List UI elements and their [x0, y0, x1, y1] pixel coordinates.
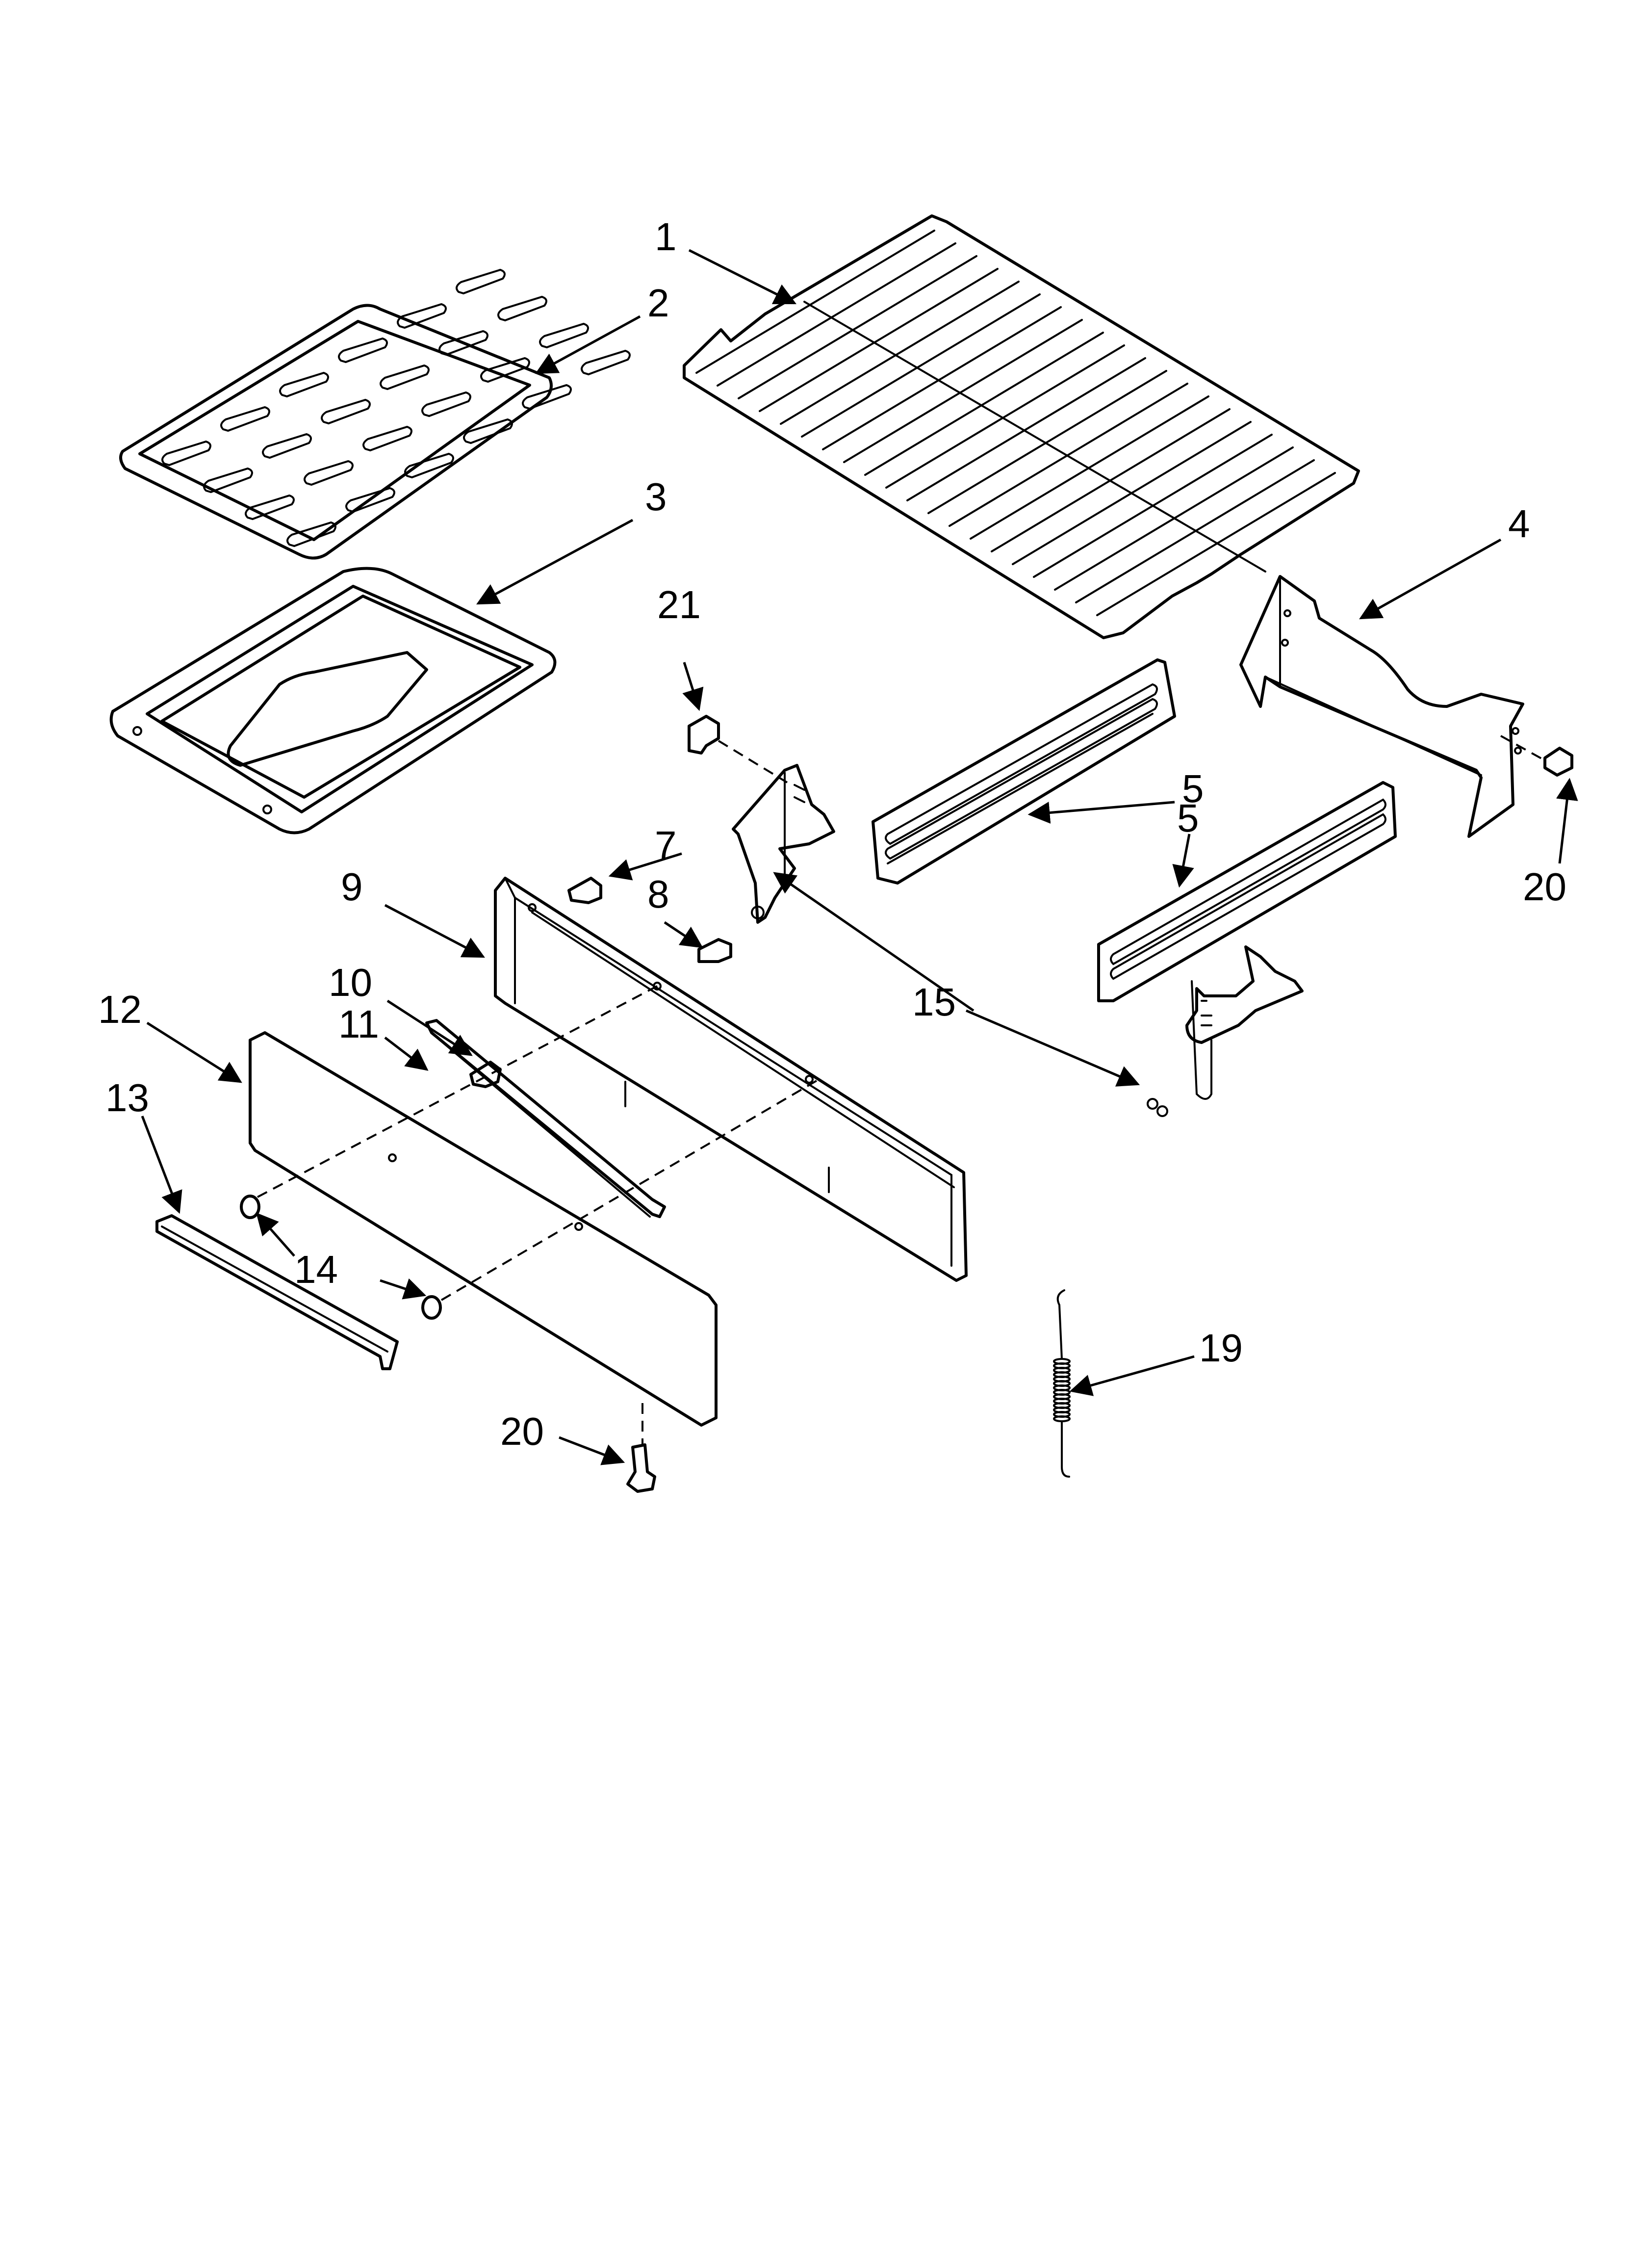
side-slide-upper-part: [872, 658, 1176, 885]
leader-lines: [141, 249, 1578, 1465]
callout-14: 14: [294, 1248, 338, 1291]
screw-20-rear: [1543, 747, 1573, 777]
grid-slot: [480, 357, 530, 383]
grid-slot: [404, 452, 454, 479]
rack-wire: [864, 332, 1104, 476]
rack-wire: [759, 268, 999, 412]
grid-slot: [338, 337, 388, 364]
callout-21: 21: [657, 583, 701, 626]
side-slide-lower-part: [1097, 781, 1397, 1002]
grid-slot: [421, 391, 471, 417]
callout-15: 15: [912, 980, 956, 1024]
callout-3: 3: [645, 475, 667, 519]
grid-slot: [497, 295, 547, 322]
spring-part: [1053, 1289, 1071, 1478]
rack-wire: [717, 242, 956, 387]
screw-7: [567, 877, 602, 904]
callout-9: 9: [341, 865, 363, 909]
rack-wire: [738, 255, 977, 399]
grid-slot: [522, 384, 572, 410]
grid-slot: [397, 303, 447, 329]
trim-strip-part: [155, 1214, 399, 1370]
grid-slot: [380, 364, 430, 391]
callout-7: 7: [655, 823, 677, 867]
grid-slot: [262, 433, 312, 459]
grid-slot: [220, 406, 270, 432]
grid-slot: [362, 425, 412, 452]
callout-19: 19: [1199, 1326, 1243, 1370]
grid-slot: [456, 268, 506, 295]
rack-wire: [780, 281, 1020, 425]
grid-slot: [539, 322, 589, 349]
oven-rack-part: [683, 214, 1360, 639]
callout-20a: 20: [500, 1409, 544, 1453]
grid-slot: [161, 440, 211, 467]
grid-slot: [245, 494, 295, 521]
grid-slot: [304, 460, 354, 486]
rack-wire: [949, 383, 1188, 527]
grommet-14a: [240, 1195, 260, 1219]
grid-slot: [286, 521, 336, 547]
screw-21: [688, 715, 720, 755]
callout-1: 1: [655, 215, 677, 259]
broiler-grid-part: [119, 268, 631, 560]
callout-labels: 1 2 3 4 5 5 7 8 9 10 11 12 13 14 15 19 2…: [98, 215, 1566, 1453]
hinge-bracket-left-part: [732, 764, 835, 924]
callout-13: 13: [105, 1076, 149, 1120]
rack-wire: [885, 344, 1125, 489]
callout-20b: 20: [1523, 865, 1566, 909]
rack-wire: [906, 357, 1146, 501]
rear-bracket-part: [1239, 575, 1524, 838]
screw-8: [697, 938, 732, 963]
callout-10: 10: [329, 961, 372, 1004]
rack-wire: [843, 319, 1083, 463]
grid-slot: [438, 330, 488, 356]
grid-slot: [279, 371, 329, 398]
alignment-lines: [257, 735, 1545, 1445]
rack-wire: [927, 370, 1167, 514]
spring-coil: [1053, 1415, 1071, 1422]
grid-slot: [345, 487, 395, 513]
screw-20-bottom: [626, 1443, 656, 1493]
callout-2: 2: [647, 281, 669, 325]
callout-5b: 5: [1177, 796, 1199, 840]
callout-5: 5: [1182, 767, 1204, 810]
grommet-14b: [421, 1295, 442, 1320]
drawer-front-panel-part: [249, 1031, 718, 1427]
rack-wire: [695, 230, 935, 374]
hinge-bracket-right-part: [1147, 945, 1304, 1117]
broiler-pan-part: [109, 567, 557, 834]
grid-slot: [463, 418, 513, 444]
callout-4: 4: [1508, 502, 1530, 546]
grid-slot: [321, 398, 371, 425]
callout-11: 11: [338, 1002, 379, 1046]
callout-12: 12: [98, 988, 142, 1031]
rack-wire: [801, 293, 1041, 438]
grid-slot: [581, 349, 631, 376]
screw-10: [469, 1061, 502, 1088]
rack-wire: [1096, 472, 1336, 616]
callout-8: 8: [647, 872, 669, 916]
drawer-inner-panel-part: [494, 877, 968, 1282]
grid-slot: [203, 467, 253, 494]
rack-wire: [822, 306, 1062, 450]
